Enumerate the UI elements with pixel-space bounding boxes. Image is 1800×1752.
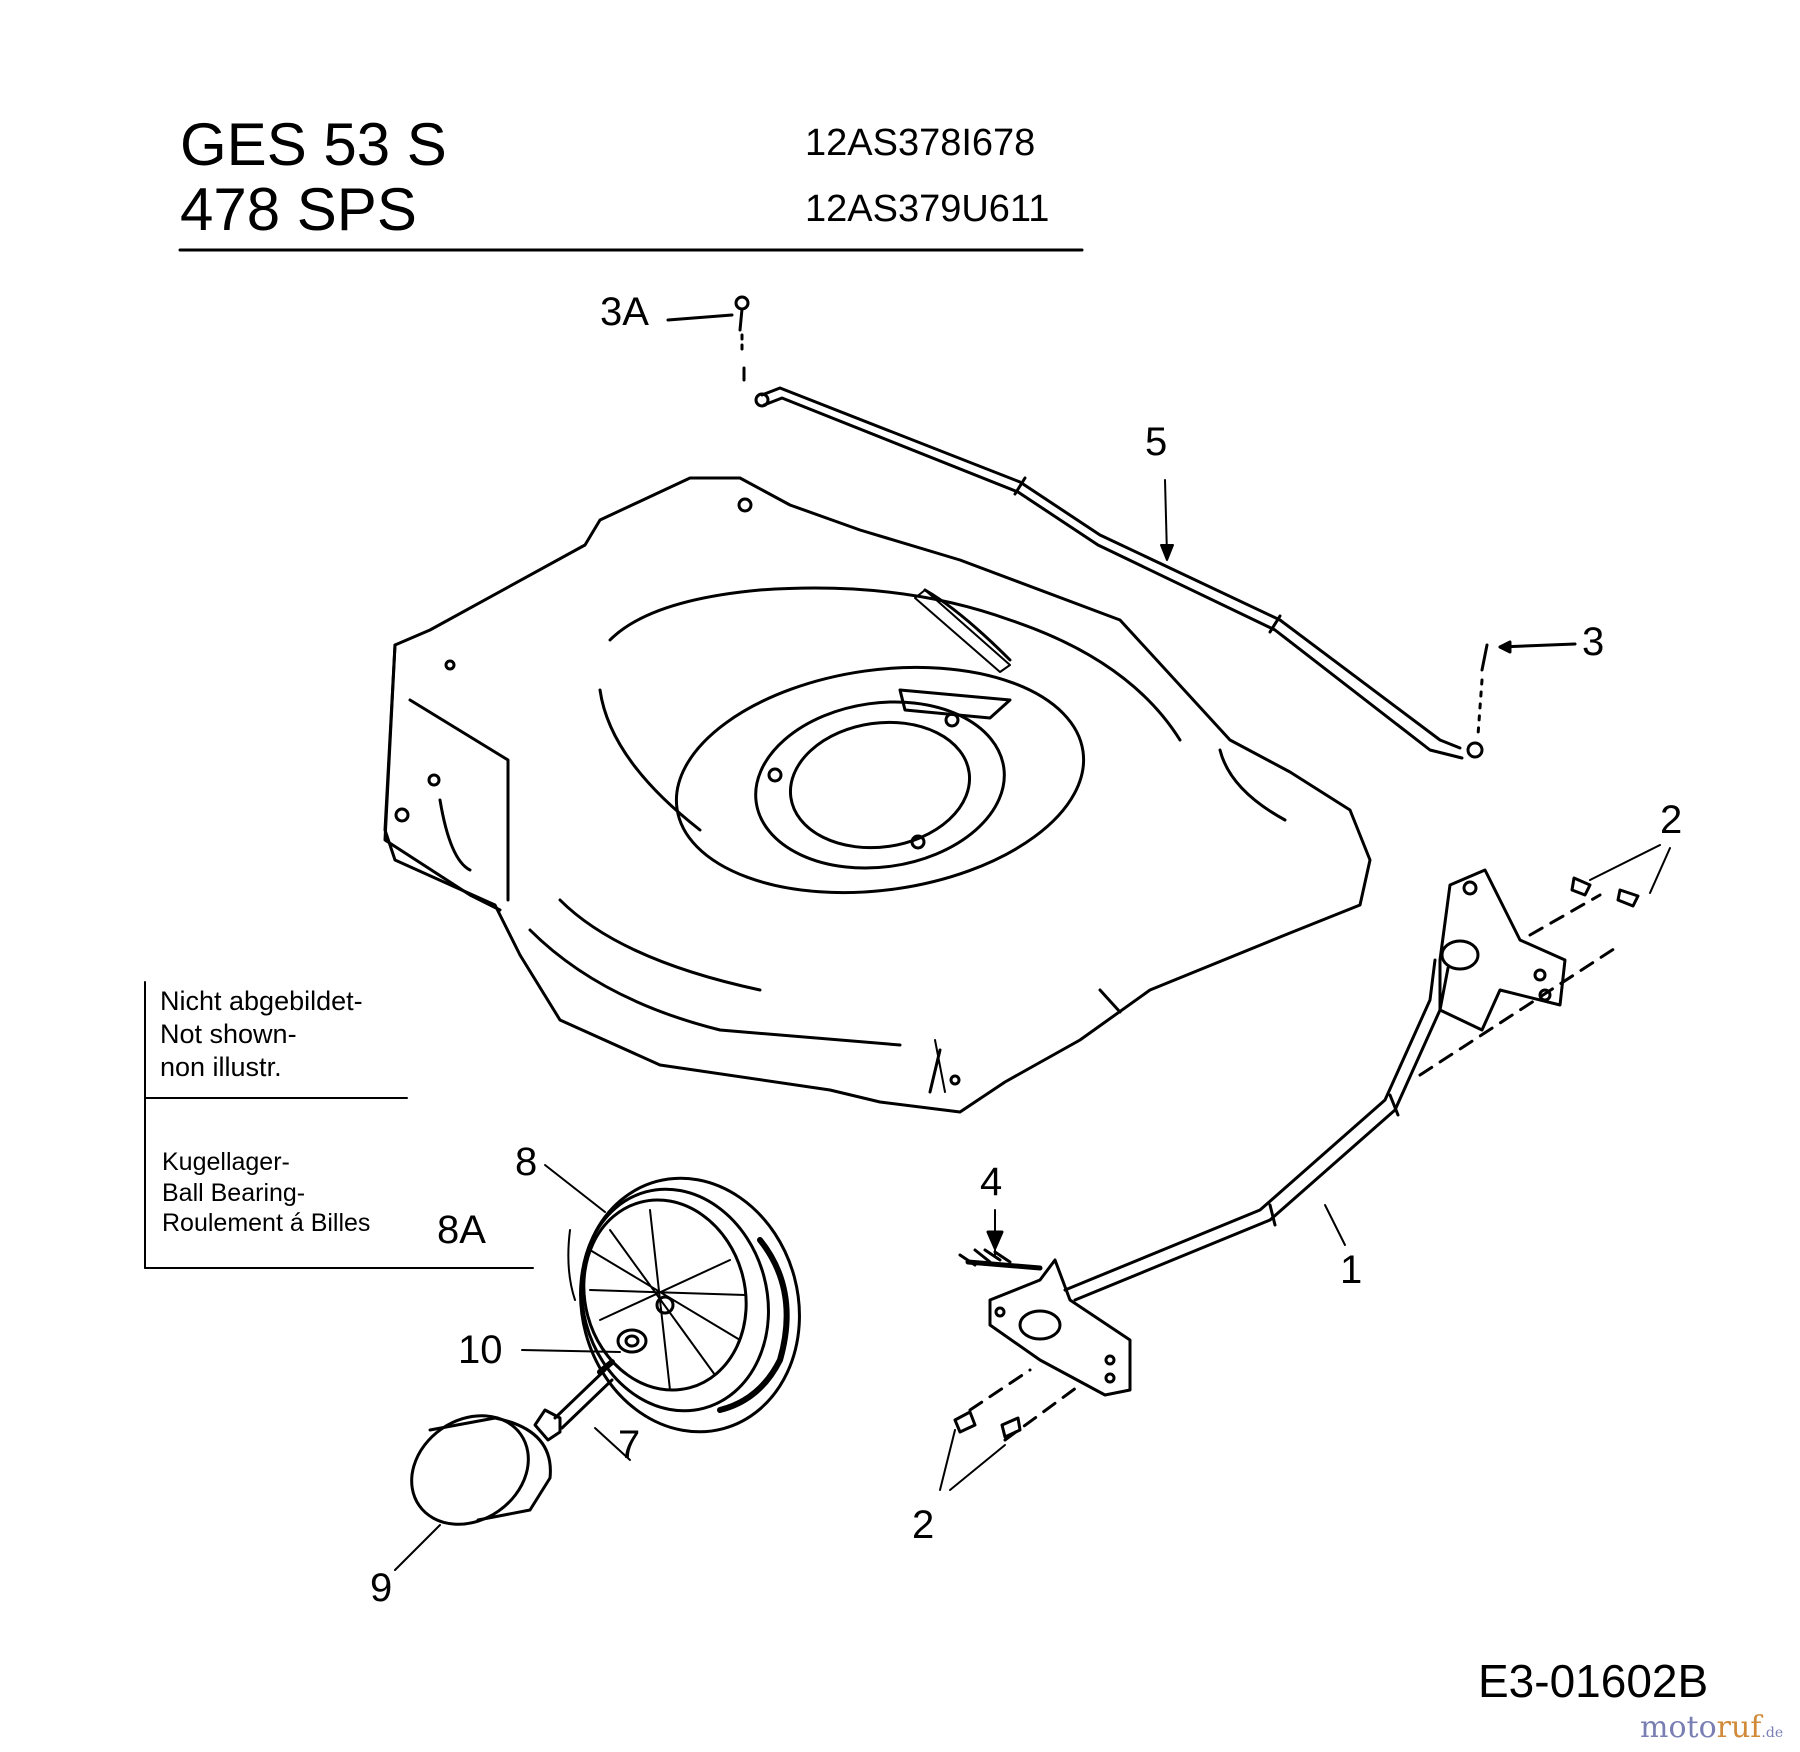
watermark-part-b: ruf [1716,1710,1762,1745]
callout-1: 1 [1340,1248,1363,1292]
callout-4: 4 [980,1160,1003,1204]
lower-axle-assembly [953,868,1640,1442]
note-not-shown-en: Not shown- [160,1018,297,1049]
model-code-1: 12AS378I678 [805,122,1036,164]
cotter-pin-3 [1476,640,1577,737]
watermark-part-a: moto [1640,1710,1717,1745]
notes-frame [144,981,534,1269]
model-name-2: 478 SPS [180,176,417,243]
callout-leaders [394,479,1671,1571]
note-bearing-fr: Roulement á Billes [162,1209,371,1237]
note-bearing-de: Kugellager- [162,1148,290,1176]
note-bearing-en: Ball Bearing- [162,1178,306,1207]
spring-4 [958,1230,1012,1267]
model-name-1: GES 53 S [180,111,447,178]
callout-3: 3 [1582,620,1605,664]
wheel-8 [567,1176,801,1434]
note-not-shown-de: Nicht abgebildet- [160,986,363,1016]
model-code-2: 12AS379U611 [805,188,1050,230]
callout-2-lower: 2 [912,1503,935,1547]
note-not-shown-fr: non illustr. [160,1051,282,1082]
upper-axle-rod [754,386,1484,760]
hub-cap-9 [410,1414,552,1526]
note-not-shown: Nicht abgebildet- Not shown- non illustr… [160,985,363,1084]
callout-7: 7 [618,1423,641,1467]
watermark-logo: motoruf.de [1640,1710,1783,1745]
cotter-pin-3a [666,295,750,382]
watermark-part-c: .de [1761,1725,1784,1741]
callout-2-upper: 2 [1660,798,1683,842]
bolt-7 [533,1359,615,1442]
washer-10 [616,1328,648,1354]
mower-deck [383,476,1372,1114]
callout-3a: 3A [600,290,649,334]
drawing-id: E3-01602B [1478,1655,1709,1707]
callout-8: 8 [515,1140,538,1184]
callout-9: 9 [370,1566,393,1610]
callout-10: 10 [458,1328,503,1372]
callout-8a: 8A [437,1208,486,1252]
note-bearing: Kugellager- Ball Bearing- Roulement á Bi… [162,1147,370,1239]
callout-5: 5 [1145,420,1168,464]
